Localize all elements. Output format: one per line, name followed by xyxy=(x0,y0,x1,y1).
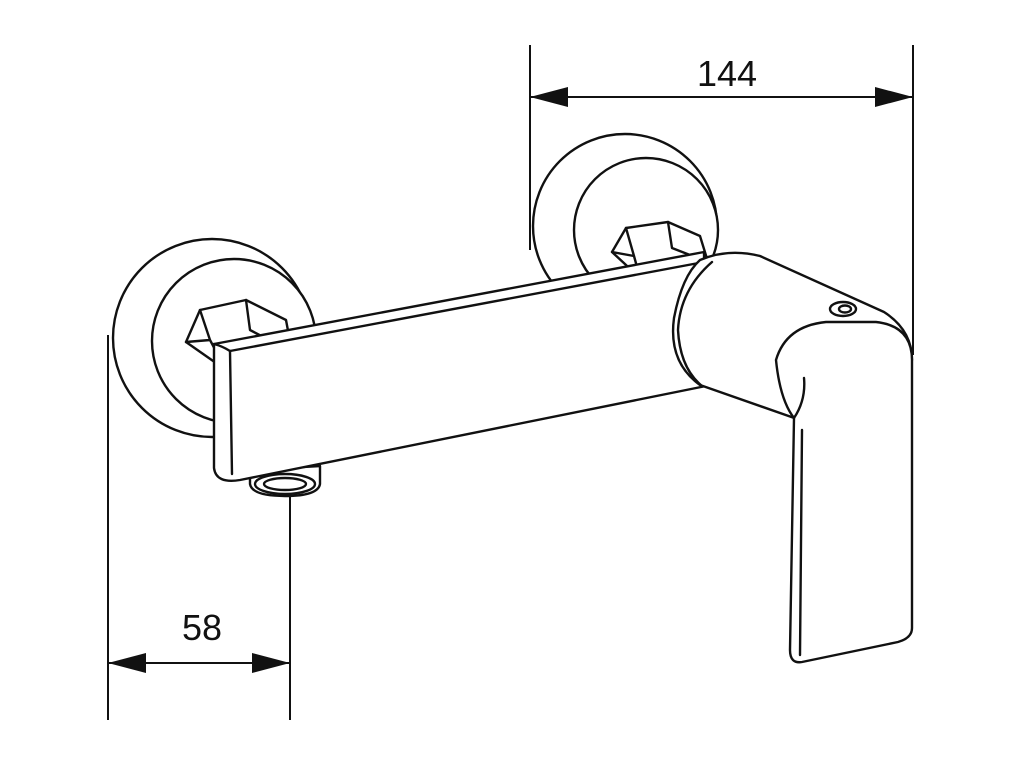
dimension-bottom: 58 xyxy=(107,335,291,720)
arrowhead-bottom-left xyxy=(108,653,146,673)
outlet-inner-ring xyxy=(262,476,308,492)
bar-front-top-edge xyxy=(228,260,706,353)
mixer-bar xyxy=(212,250,708,482)
lever-hole-inner xyxy=(837,304,853,314)
lever-inner-edge xyxy=(792,376,806,657)
dimension-label-bottom: 58 xyxy=(182,607,222,648)
arrowhead-bottom-right xyxy=(252,653,290,673)
dimension-top: 144 xyxy=(529,45,914,355)
arrowhead-top-right xyxy=(875,87,913,107)
bar-outline xyxy=(212,250,708,482)
dimension-label-top: 144 xyxy=(697,53,757,94)
arrowhead-top-left xyxy=(530,87,568,107)
bar-left-top-corner xyxy=(212,342,232,353)
bar-front-left-edge xyxy=(228,349,234,476)
lever xyxy=(774,320,914,664)
body-cylinder-end xyxy=(676,260,714,388)
mixer-body xyxy=(671,251,914,664)
